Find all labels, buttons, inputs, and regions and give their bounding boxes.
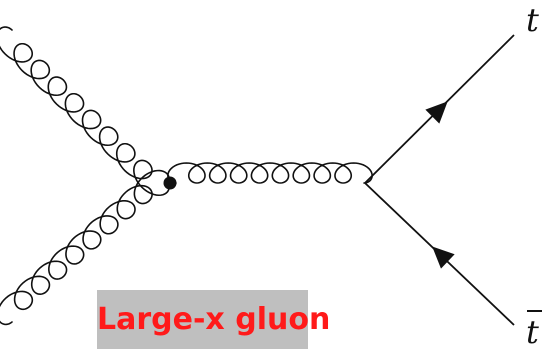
- top-quark-arrow: [425, 101, 448, 124]
- interaction-vertex: [163, 176, 177, 190]
- antitop-quark-arrow: [432, 246, 455, 269]
- incoming-gluon-upper: [0, 26, 170, 197]
- antitop-quark-label: t: [526, 310, 542, 351]
- top-quark-label: t: [526, 1, 539, 39]
- caption-large-x-gluon: Large-x gluon: [97, 290, 330, 349]
- propagator-gluon: [167, 162, 373, 184]
- incoming-gluon-lower: [0, 169, 171, 326]
